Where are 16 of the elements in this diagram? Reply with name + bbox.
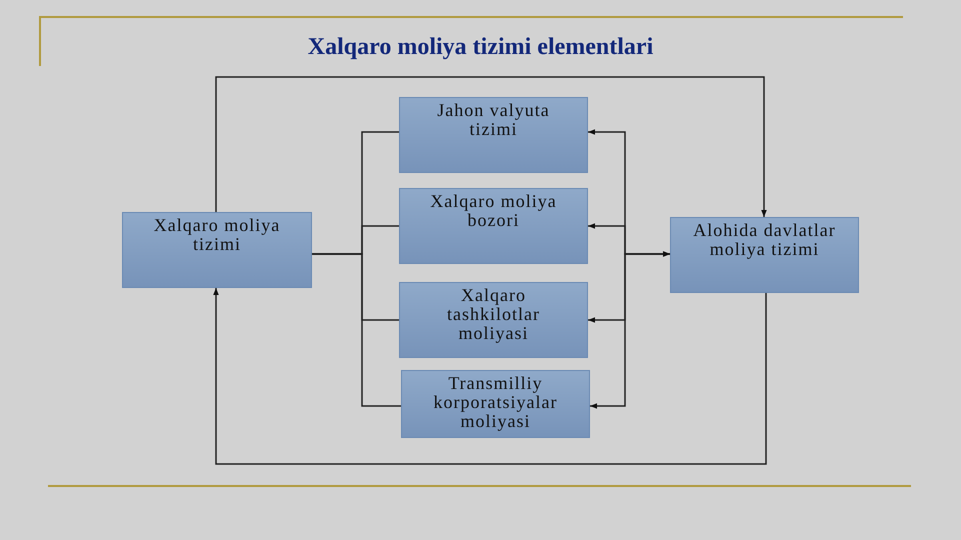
box-label: Xalqaro tashkilotlar moliyasi <box>446 286 541 343</box>
title: Xalqaro moliya tizimi elementlari <box>308 33 654 61</box>
process-box <box>122 212 312 288</box>
process-box <box>670 217 859 293</box>
box-label: Xalqaro moliya tizimi <box>152 216 282 254</box>
process-box <box>399 282 588 358</box>
arrow <box>215 76 767 217</box>
process-box <box>399 188 588 264</box>
process-box <box>401 370 590 438</box>
box-label: Transmilliy korporatsiyalar moliyasi <box>432 374 558 431</box>
box-label: Xalqaro moliya bozori <box>429 192 558 230</box>
arrow <box>590 251 670 409</box>
process-box <box>399 97 588 173</box>
box-label: Jahon valyuta tizimi <box>436 101 551 139</box>
box-label: Alohida davlatlar moliya tizimi <box>692 221 837 259</box>
connector-line <box>312 253 401 407</box>
